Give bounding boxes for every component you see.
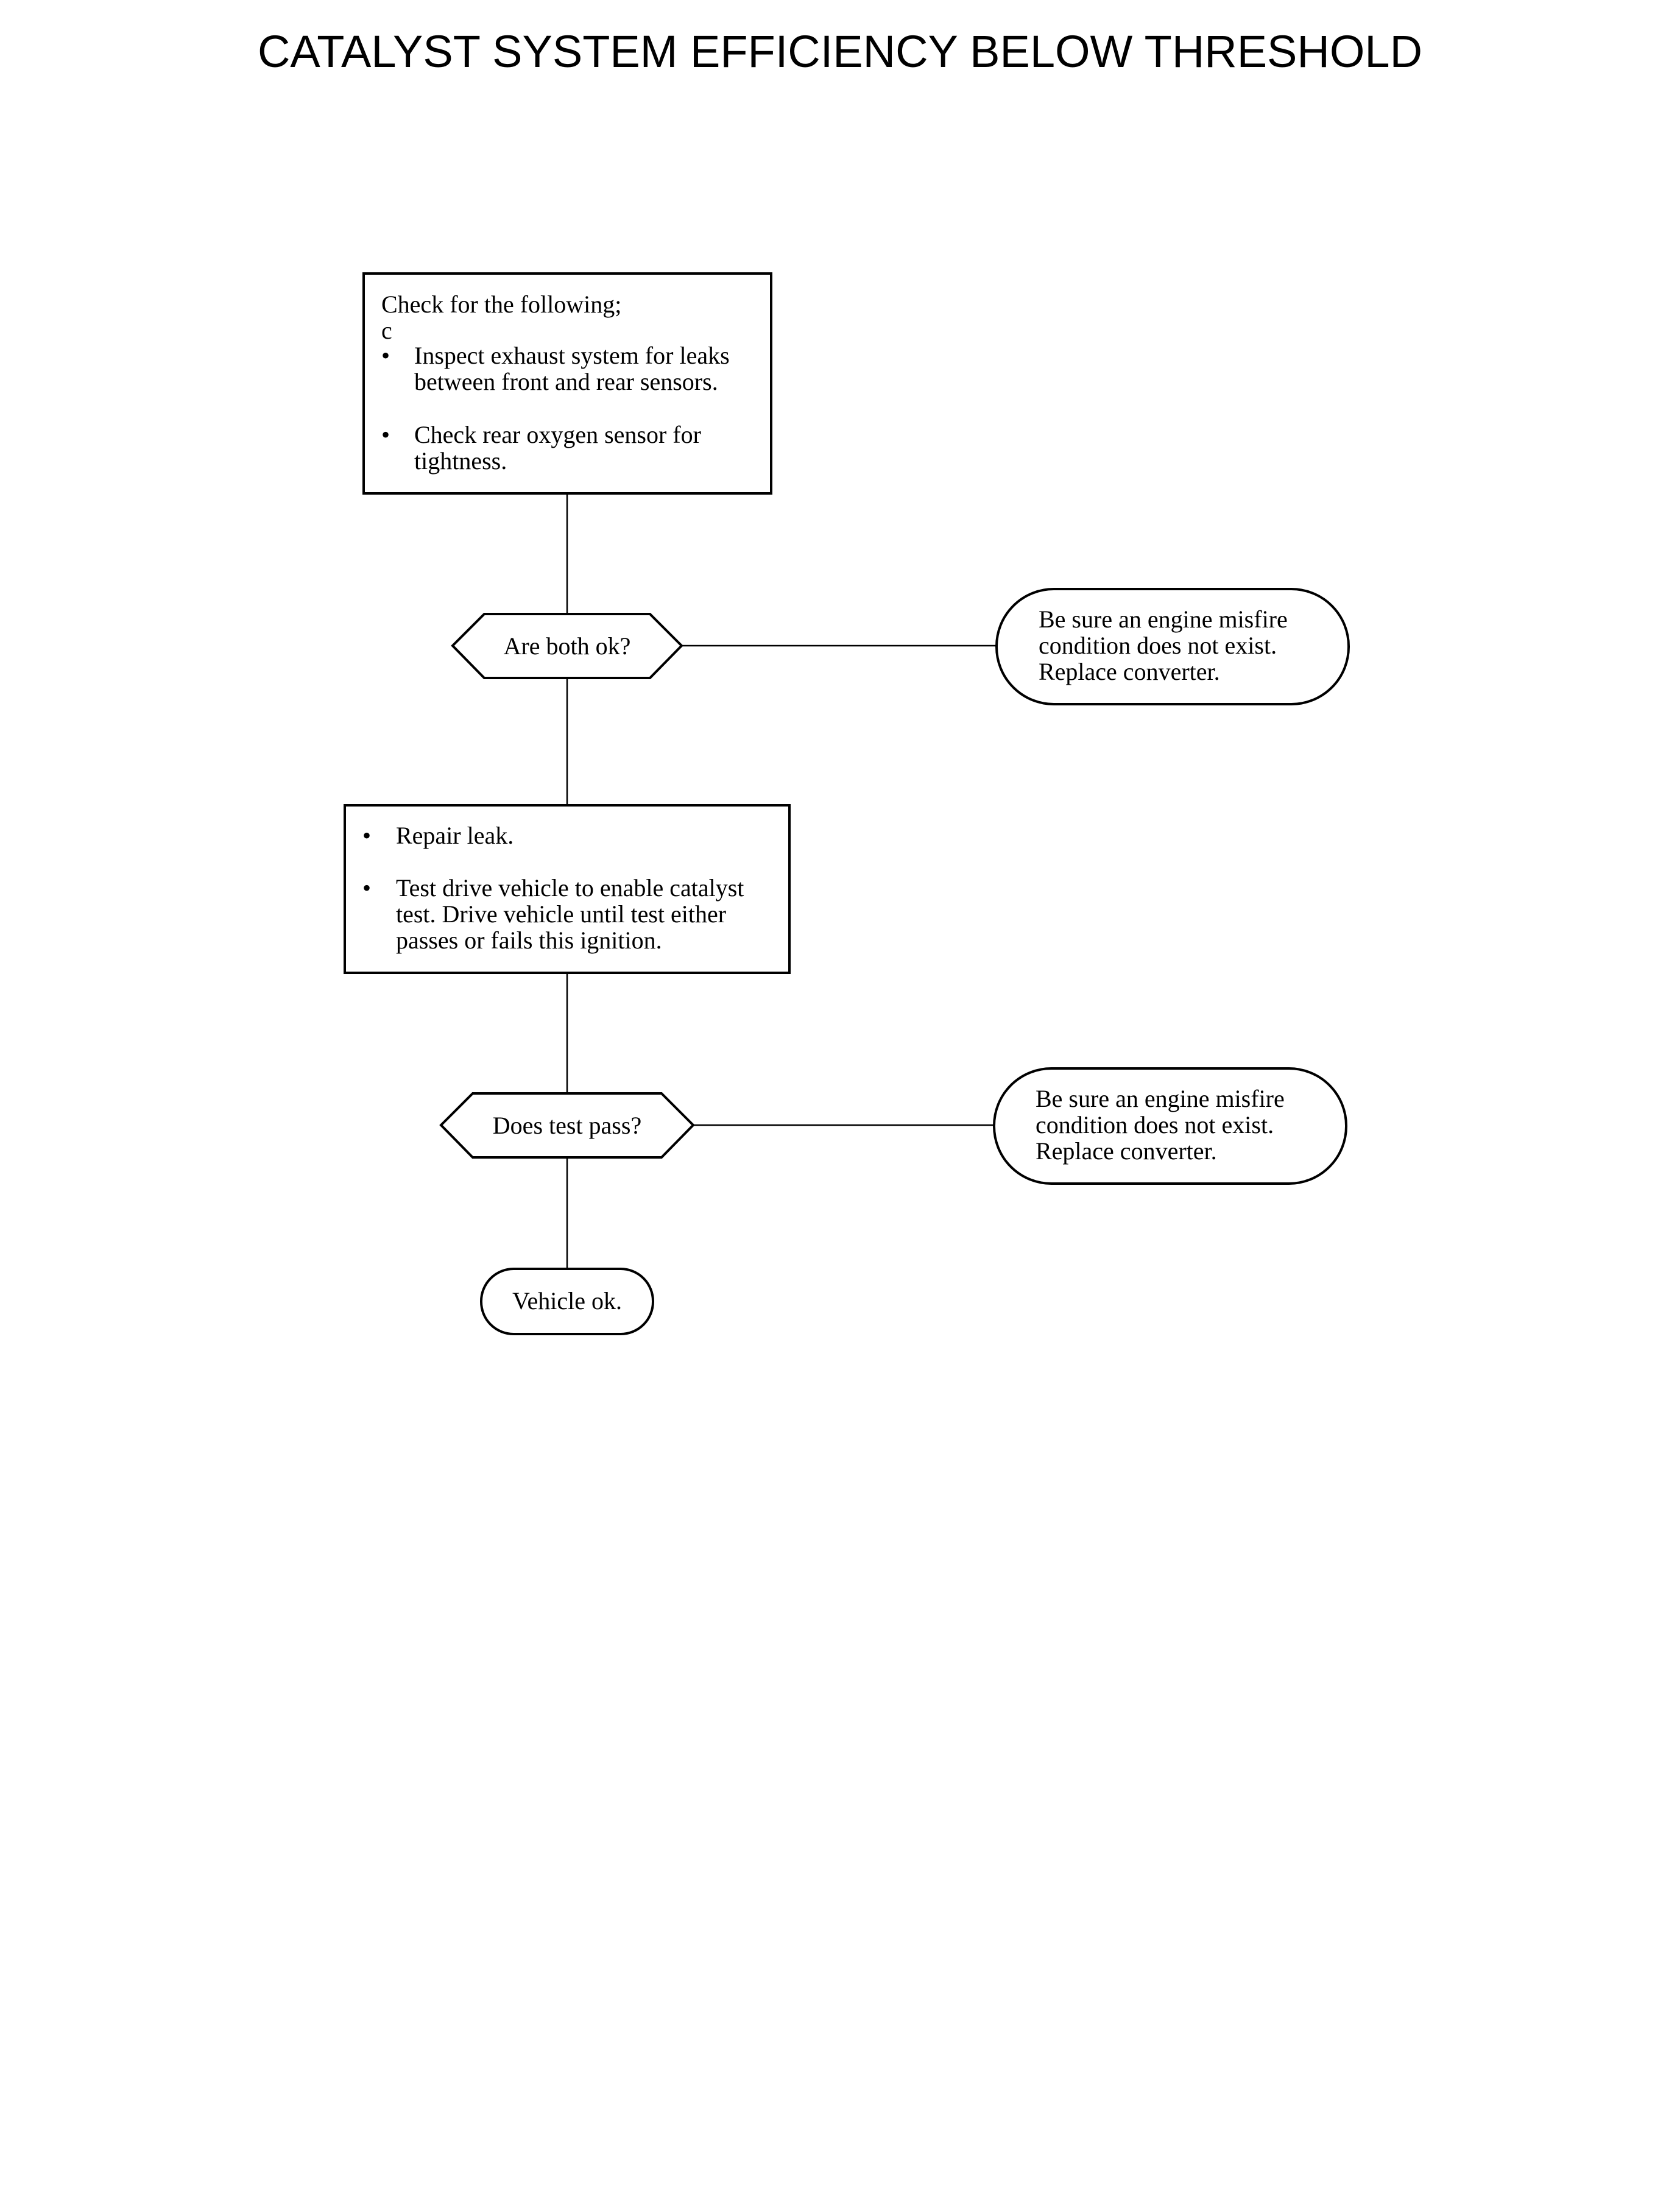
result1-terminal: Be sure an engine misfire condition does… [995, 588, 1350, 705]
step2-bullet2-line2: test. Drive vehicle until test either [396, 900, 726, 928]
decision2-question: Does test pass? [493, 1112, 641, 1139]
step1-heading: Check for the following; [381, 291, 621, 318]
decision2: Does test pass? [439, 1092, 695, 1159]
end-terminal: Vehicle ok. [480, 1268, 654, 1335]
step1-box: Check for the following; c • Inspect exh… [362, 272, 772, 495]
result2-line1: Be sure an engine misfire [1036, 1085, 1285, 1112]
step2-bullet2-line3: passes or fails this ignition. [396, 927, 662, 954]
bullet-icon: • [362, 822, 371, 849]
step1-bullet2-line1: Check rear oxygen sensor for [414, 421, 701, 448]
bullet-icon: • [381, 421, 390, 448]
page-title: CATALYST SYSTEM EFFICIENCY BELOW THRESHO… [257, 26, 1423, 77]
step2-bullet1-line1: Repair leak. [396, 822, 514, 849]
step2-bullet2-line1: Test drive vehicle to enable catalyst [396, 874, 744, 902]
step1-bullet1-line1: Inspect exhaust system for leaks [414, 342, 730, 369]
step2-box: • Repair leak. • Test drive vehicle to e… [344, 804, 791, 974]
result1-line2: condition does not exist. [1039, 632, 1277, 659]
result1-line3: Replace converter. [1039, 658, 1220, 685]
bullet-icon: • [381, 342, 390, 369]
step1-bullet1-line2: between front and rear sensors. [414, 368, 718, 395]
result2-line2: condition does not exist. [1036, 1111, 1274, 1139]
result2-terminal: Be sure an engine misfire condition does… [993, 1067, 1347, 1185]
step1-bullet2-line2: tightness. [414, 447, 507, 475]
end-label: Vehicle ok. [512, 1287, 622, 1315]
result1-line1: Be sure an engine misfire [1039, 605, 1288, 633]
result2-line3: Replace converter. [1036, 1137, 1217, 1165]
step1-marker: c [381, 317, 392, 344]
decision1: Are both ok? [451, 613, 683, 679]
decision1-question: Are both ok? [504, 632, 631, 660]
bullet-icon: • [362, 874, 371, 902]
